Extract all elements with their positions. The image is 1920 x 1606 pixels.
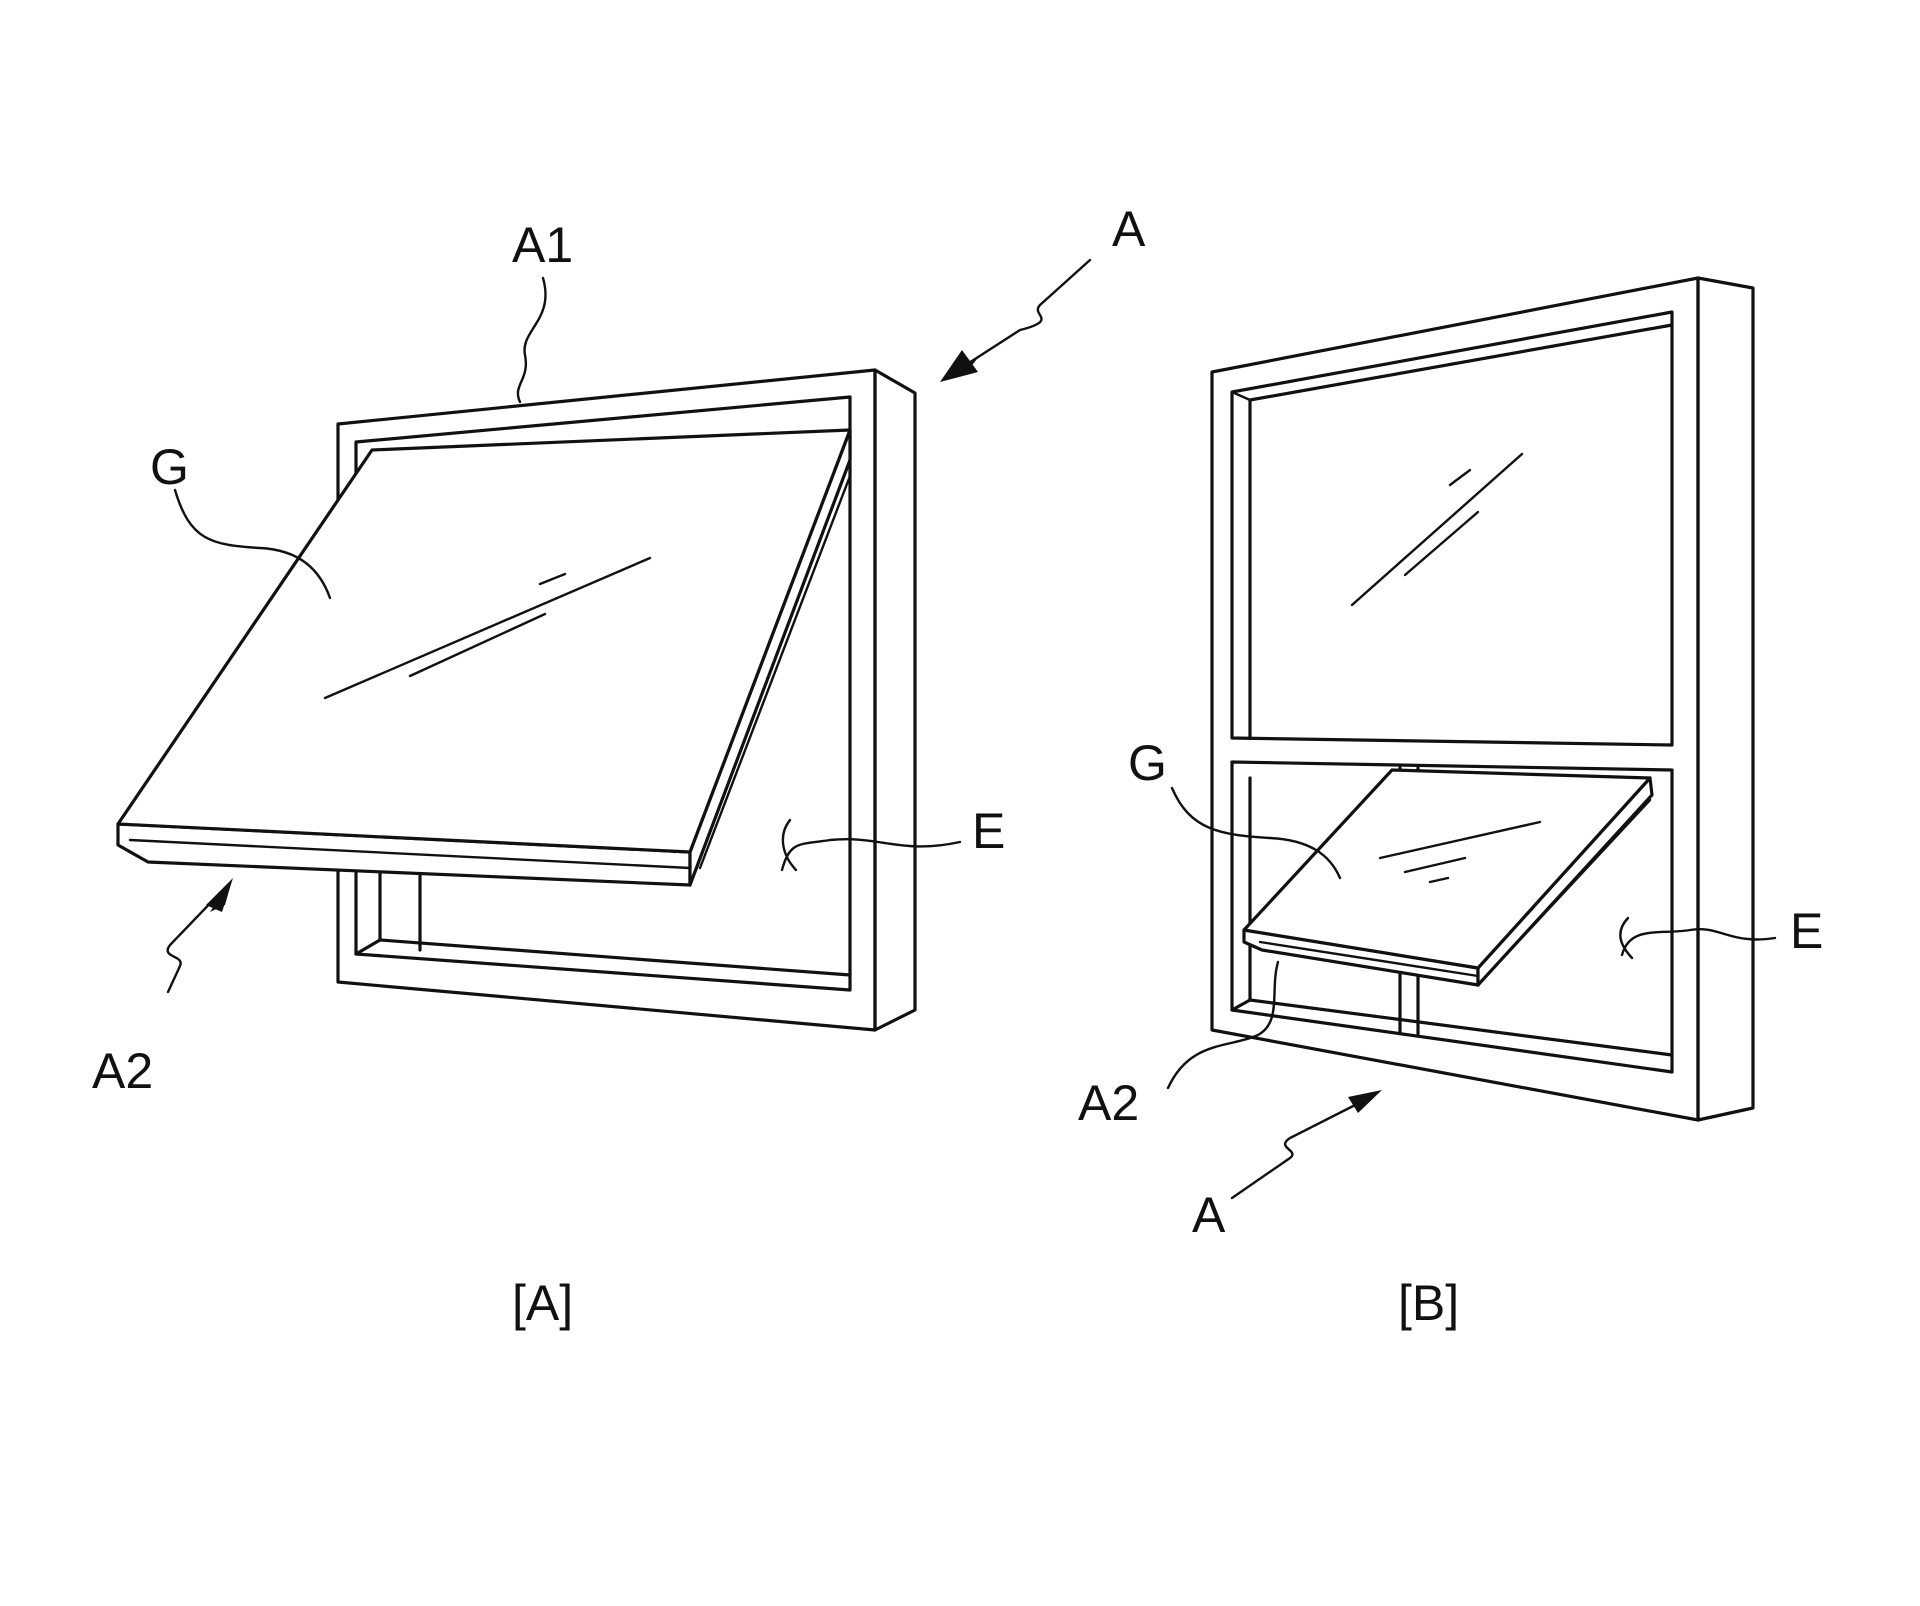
panel-a-glass-reflection <box>408 612 547 678</box>
leader-e-b <box>1619 916 1777 960</box>
panel-a-window <box>116 368 917 1032</box>
panel-a-frame-side <box>873 368 917 1032</box>
panel-b-sash-side-line <box>1488 798 1652 974</box>
arrow-a-bottom-head <box>1348 1090 1382 1113</box>
leader-a1 <box>516 276 547 404</box>
panel-b-lower-opening <box>1230 760 1674 1074</box>
panel-a-sash-edge <box>128 838 692 870</box>
panel-b-sash-edge <box>1258 940 1480 978</box>
caption-b: [B] <box>1398 1275 1459 1331</box>
panel-a-glass-reflection <box>323 556 652 700</box>
panel-b-upper-reflection <box>1350 452 1524 607</box>
leader-g-b <box>1170 786 1342 880</box>
panel-b-upper-reflection <box>1448 468 1472 487</box>
panel-b-frame-side <box>1696 276 1755 1122</box>
arrow-a-top-head <box>940 350 978 382</box>
panel-b-upper-corner <box>1230 390 1252 402</box>
label-g-a: G <box>150 439 189 495</box>
label-g-b: G <box>1128 735 1167 791</box>
panel-a-glass-reflection <box>538 572 567 586</box>
arrow-a-bottom-shaft <box>1230 1098 1367 1200</box>
panel-b-glass-pane <box>1242 768 1652 970</box>
leader-e-a <box>780 818 962 872</box>
panel-b-frame-outer <box>1210 276 1700 1122</box>
label-a2-a: A2 <box>92 1043 153 1099</box>
panel-a-sash-side-line2 <box>698 474 852 870</box>
panel-b-upper-reflection <box>1403 510 1480 577</box>
panel-b-lower-reflection <box>1428 876 1450 884</box>
panel-b-lower-reflection <box>1378 820 1542 860</box>
panel-b-lower-sill <box>1248 998 1674 1057</box>
panel-b-lower-reflection <box>1403 856 1467 874</box>
arrow-a-top-shaft <box>956 258 1092 372</box>
panel-a-sill-line <box>378 938 852 977</box>
panel-b-lower-corner <box>1230 998 1252 1012</box>
arrow-a2-head <box>206 878 233 912</box>
caption-a: [A] <box>512 1275 573 1331</box>
leader-a2-b <box>1166 960 1280 1090</box>
panel-b-window <box>1210 276 1755 1122</box>
panel-b-upper-recess <box>1248 323 1674 402</box>
label-a1: A1 <box>512 217 573 273</box>
arrow-a2-shaft <box>166 891 222 994</box>
label-a-top: A <box>1112 201 1146 257</box>
leader-g-a <box>173 488 332 600</box>
panel-b-upper-opening <box>1230 310 1674 747</box>
label-a-bottom: A <box>1192 1187 1226 1243</box>
panel-a-sill-corner <box>354 938 382 956</box>
panel-b-leaders <box>1166 786 1777 1200</box>
label-e-a: E <box>972 803 1005 859</box>
label-e-b: E <box>1790 903 1823 959</box>
label-a2-b: A2 <box>1078 1075 1139 1131</box>
panel-a-leaders <box>166 258 1092 994</box>
